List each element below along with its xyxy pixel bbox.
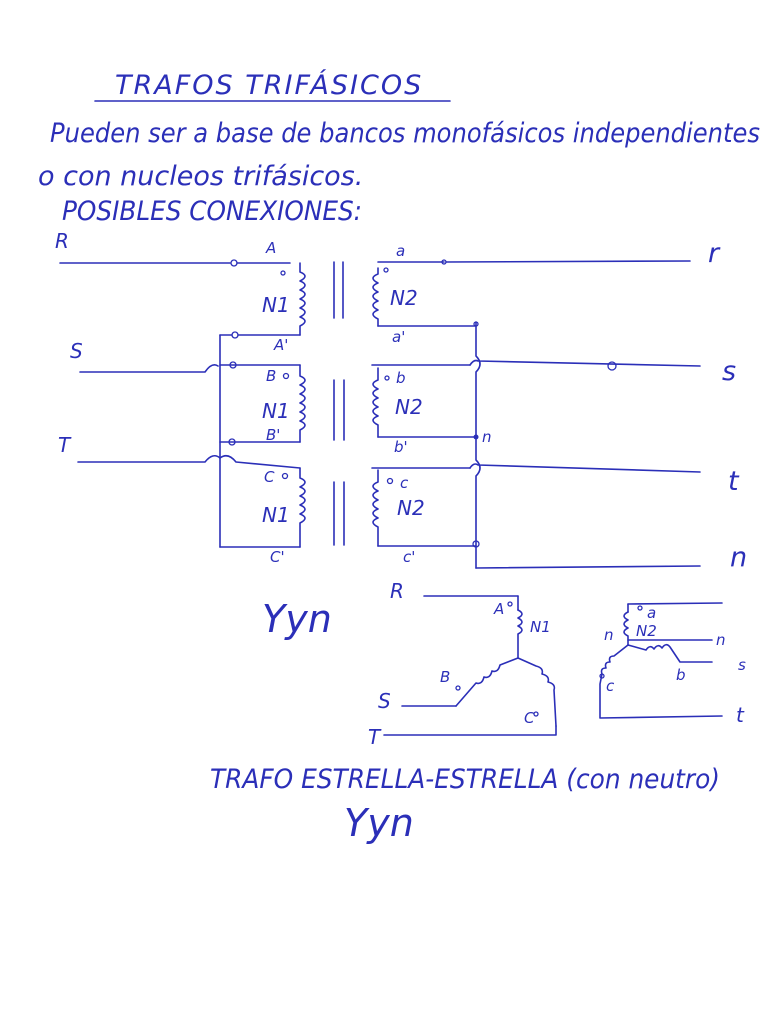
label-N1-a: N1	[262, 293, 290, 317]
star-label-R: R	[390, 579, 404, 603]
star-label-a: a	[647, 604, 656, 622]
primary-coil-c	[299, 467, 306, 548]
line-s	[469, 359, 701, 367]
connections-subtitle: POSIBLES CONEXIONES:	[62, 196, 362, 227]
label-A: A	[265, 239, 276, 257]
secondary-coil-c	[372, 469, 379, 547]
star-coil-a	[623, 611, 629, 646]
star-coil-c	[599, 644, 723, 719]
caption-symbol: Yyn	[344, 801, 414, 845]
star-coil-C	[517, 657, 557, 727]
polarity-dot-B	[282, 372, 290, 380]
star-dot-B	[455, 685, 461, 691]
star-line-r	[627, 602, 723, 605]
star-label-C: C	[524, 709, 535, 727]
primary-coil-b	[299, 364, 306, 443]
polarity-dot-a	[383, 267, 389, 273]
primary-coil-a	[299, 262, 306, 336]
star-label-N2: N2	[636, 622, 657, 640]
line-T	[77, 454, 221, 463]
label-N2-a: N2	[390, 286, 418, 310]
intro-line-2: o con nucleos trifásicos.	[38, 161, 363, 192]
polarity-dot-A	[280, 270, 286, 276]
label-a: a	[396, 242, 405, 260]
star-label-A: A	[493, 600, 504, 618]
label-C: C	[264, 468, 275, 486]
polarity-dot-c	[386, 477, 394, 485]
label-neutral-n: n	[482, 428, 492, 446]
star-coil-A	[517, 609, 523, 659]
label-N1-b: N1	[262, 399, 290, 423]
star-label-T: T	[368, 725, 382, 749]
star-label-B: B	[440, 668, 450, 686]
star-coil-b	[627, 643, 713, 663]
label-N2-b: N2	[395, 395, 423, 419]
label-secondary-r: r	[708, 238, 721, 269]
label-secondary-t: t	[728, 466, 740, 497]
intro-line-1: Pueden ser a base de bancos monofásicos …	[50, 118, 760, 149]
star-label-b: b	[676, 666, 686, 684]
neutral-node-b	[473, 434, 479, 440]
label-B-end: B'	[266, 426, 280, 444]
label-C-end: C'	[270, 548, 285, 566]
polarity-dot-C	[281, 472, 289, 480]
label-N1-c: N1	[262, 503, 290, 527]
secondary-coil-b	[372, 367, 379, 438]
secondary-coil-a	[372, 267, 379, 327]
label-secondary-n: n	[730, 542, 747, 573]
star-label-n-right: n	[716, 631, 726, 649]
label-c: c	[400, 474, 409, 492]
label-primary-R: R	[55, 229, 69, 253]
terminal-A-end	[231, 331, 239, 339]
secondary-neutral-bus	[475, 321, 481, 569]
star-dot-a	[637, 605, 643, 611]
label-b: b	[396, 369, 406, 387]
star-coil-B	[455, 657, 519, 707]
diagram-caption: TRAFO ESTRELLA-ESTRELLA (con neutro)	[210, 764, 720, 795]
star-label-s: s	[738, 656, 746, 674]
star-label-N1: N1	[530, 618, 551, 636]
polarity-dot-b	[384, 375, 390, 381]
label-B: B	[266, 367, 276, 385]
terminal-A	[230, 259, 238, 267]
line-r	[445, 260, 691, 263]
label-N2-c: N2	[397, 496, 425, 520]
line-S	[79, 364, 219, 373]
neutral-node-a	[473, 321, 479, 327]
label-b-end: b'	[394, 438, 408, 456]
lead-C	[219, 454, 301, 469]
label-primary-T: T	[58, 433, 72, 457]
star-label-t: t	[736, 703, 745, 727]
label-secondary-s: s	[722, 356, 736, 387]
star-dot-c	[599, 673, 605, 679]
neutral-node-c	[472, 540, 480, 548]
page-title: TRAFOS TRIFÁSICOS	[115, 69, 423, 101]
label-c-end: c'	[403, 548, 415, 566]
star-line-T	[383, 725, 557, 736]
connection-symbol: Yyn	[262, 597, 332, 641]
label-a-end: a'	[392, 328, 405, 346]
star-label-n-left: n	[604, 626, 614, 644]
star-dot-A	[507, 601, 513, 607]
star-label-S: S	[378, 689, 391, 713]
label-A-end: A'	[273, 336, 288, 354]
star-label-c: c	[606, 677, 615, 695]
line-t	[469, 463, 701, 473]
label-primary-S: S	[70, 339, 83, 363]
star-dot-C	[533, 711, 539, 717]
terminal-s	[607, 361, 617, 371]
line-n	[475, 565, 701, 569]
